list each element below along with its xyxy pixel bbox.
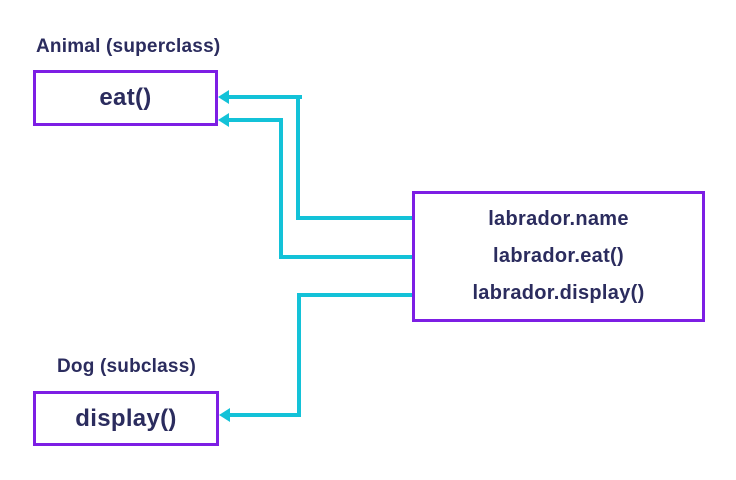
arrowhead-icon: [219, 408, 230, 422]
line-segment: [227, 118, 283, 122]
line-segment: [296, 95, 300, 220]
animal-superclass-box: eat(): [33, 70, 218, 126]
arrowhead-icon: [218, 90, 229, 104]
line-segment: [279, 255, 412, 259]
display-method-label: display(): [75, 404, 177, 432]
line-segment: [227, 413, 301, 417]
line-segment: [227, 95, 302, 99]
animal-superclass-label: Animal (superclass): [36, 36, 221, 57]
labrador-eat-call: labrador.eat(): [493, 245, 624, 267]
line-segment: [297, 293, 301, 417]
labrador-display-call: labrador.display(): [472, 282, 645, 304]
line-segment: [296, 216, 412, 220]
labrador-object-box: labrador.name labrador.eat() labrador.di…: [412, 191, 705, 322]
line-segment: [297, 293, 412, 297]
eat-method-label: eat(): [99, 84, 152, 111]
dog-subclass-box: display(): [33, 391, 219, 446]
dog-subclass-label: Dog (subclass): [57, 356, 196, 377]
arrowhead-icon: [218, 113, 229, 127]
labrador-name-attribute: labrador.name: [488, 208, 629, 230]
line-segment: [279, 118, 283, 259]
